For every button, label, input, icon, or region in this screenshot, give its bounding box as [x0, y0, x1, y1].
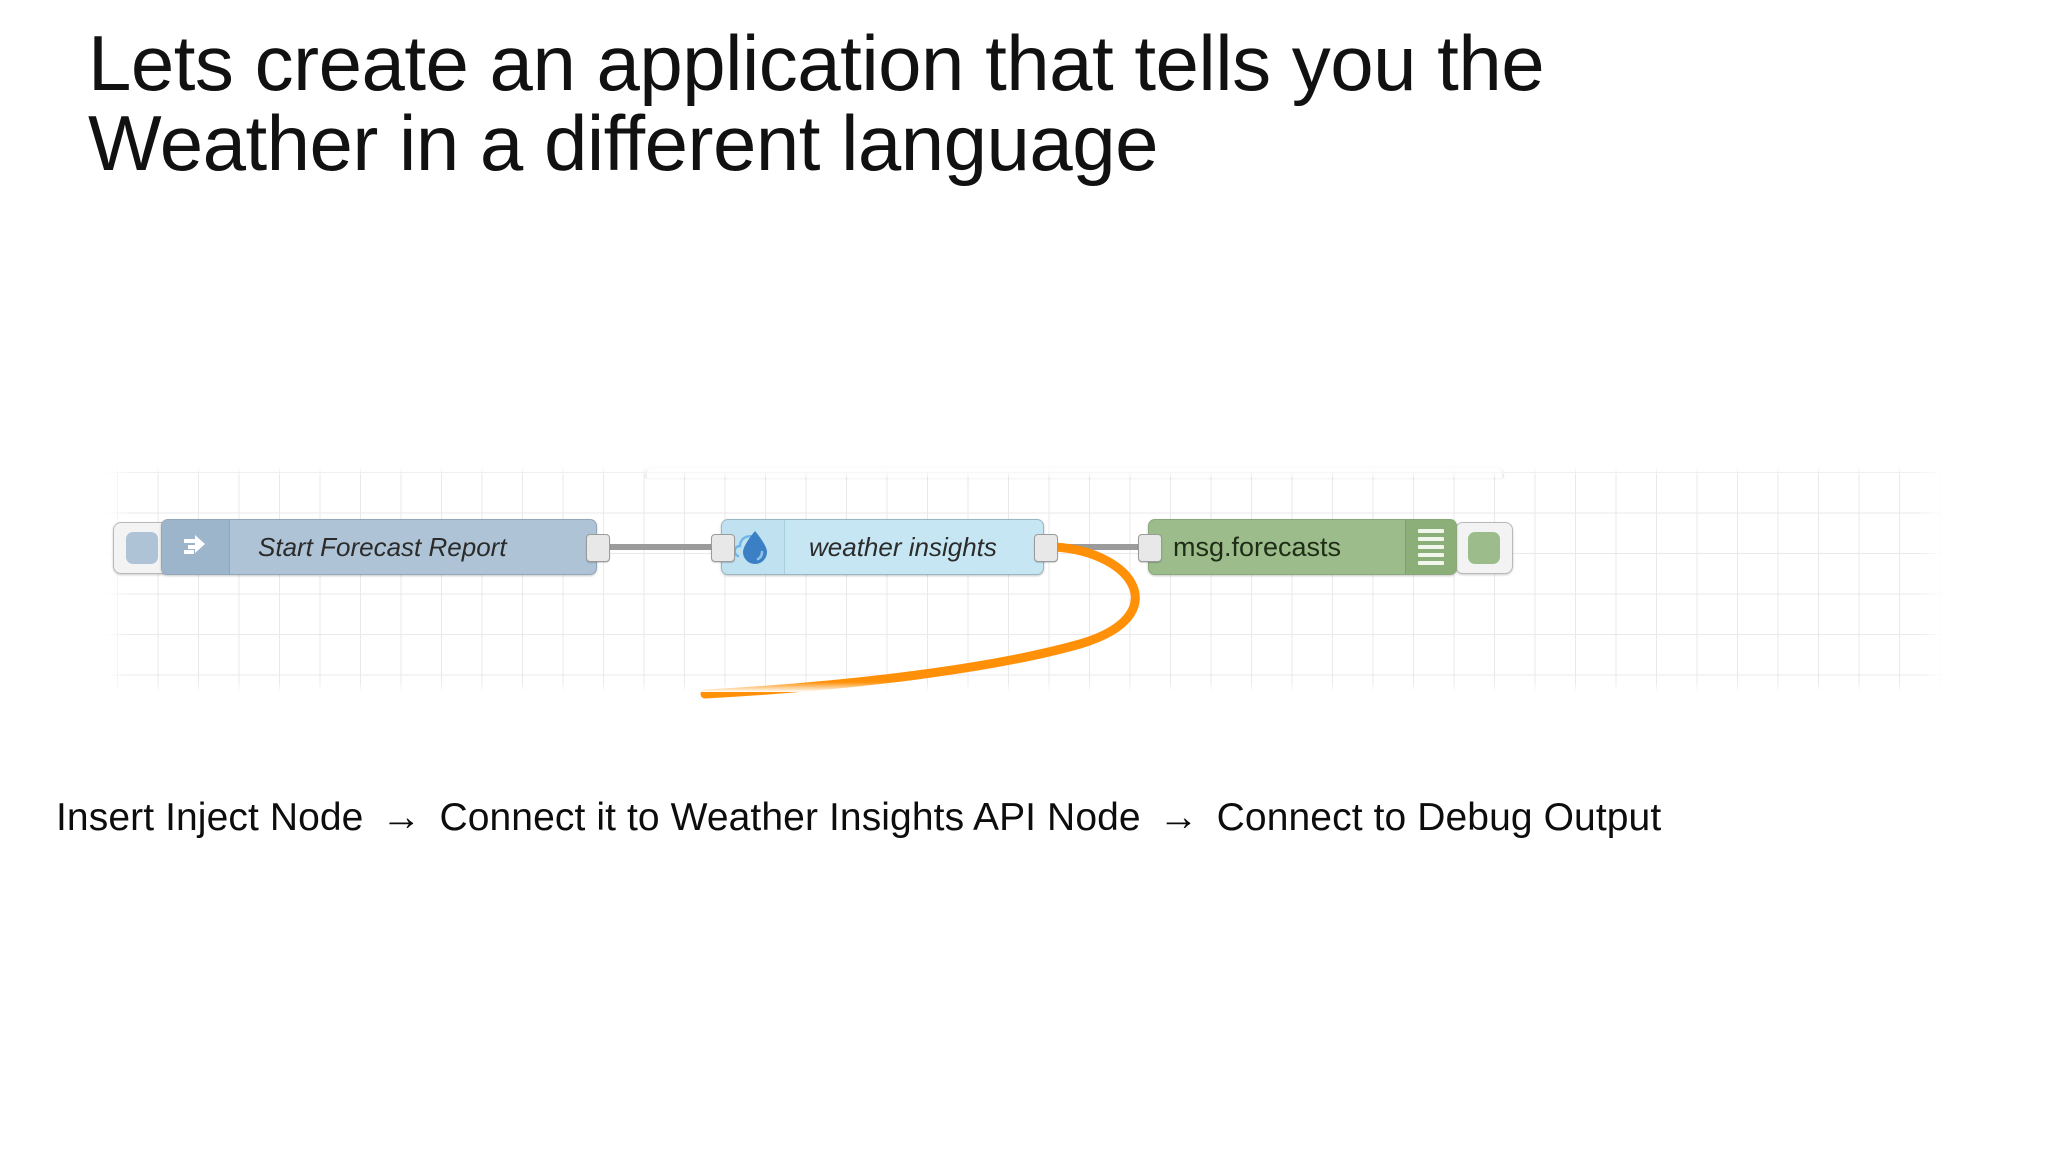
node-inject[interactable]: Start Forecast Report [161, 519, 597, 575]
node-weather-output-port[interactable] [1034, 534, 1058, 562]
caption-arrow-1-icon: → [381, 795, 422, 839]
debug-enable-toggle[interactable] [1455, 522, 1513, 574]
caption-step-3: Connect to Debug Output [1216, 796, 1662, 839]
hamburger-list-icon [1405, 520, 1456, 574]
node-weather-input-port[interactable] [711, 534, 735, 562]
node-inject-output-port[interactable] [586, 534, 610, 562]
node-debug[interactable]: msg.forecasts [1148, 519, 1457, 575]
node-debug-label: msg.forecasts [1172, 531, 1342, 562]
caption-step-1: Insert Inject Node [56, 796, 364, 839]
node-inject-label: Start Forecast Report [258, 531, 507, 562]
node-weather-insights-label: weather insights [809, 531, 997, 562]
inject-trigger-button-inner [126, 532, 158, 564]
node-debug-input-port[interactable] [1138, 534, 1162, 562]
caption-arrow-2-icon: → [1158, 795, 1199, 839]
debug-enable-toggle-inner [1468, 532, 1500, 564]
flow-canvas[interactable]: Start Forecast Report weather insights m… [105, 466, 1943, 699]
inject-arrow-icon [162, 520, 230, 574]
hamburger-lines [1418, 529, 1444, 565]
caption-step-2: Connect it to Weather Insights API Node [439, 796, 1141, 839]
page-title: Lets create an application that tells yo… [88, 19, 1545, 187]
wire-layer [605, 542, 1151, 699]
node-weather-insights[interactable]: weather insights [721, 519, 1044, 575]
caption: Insert Inject Node → Connect it to Weath… [56, 795, 1661, 840]
wire-dragging-orange[interactable] [700, 542, 1140, 699]
panel-top-edge [645, 466, 1504, 478]
